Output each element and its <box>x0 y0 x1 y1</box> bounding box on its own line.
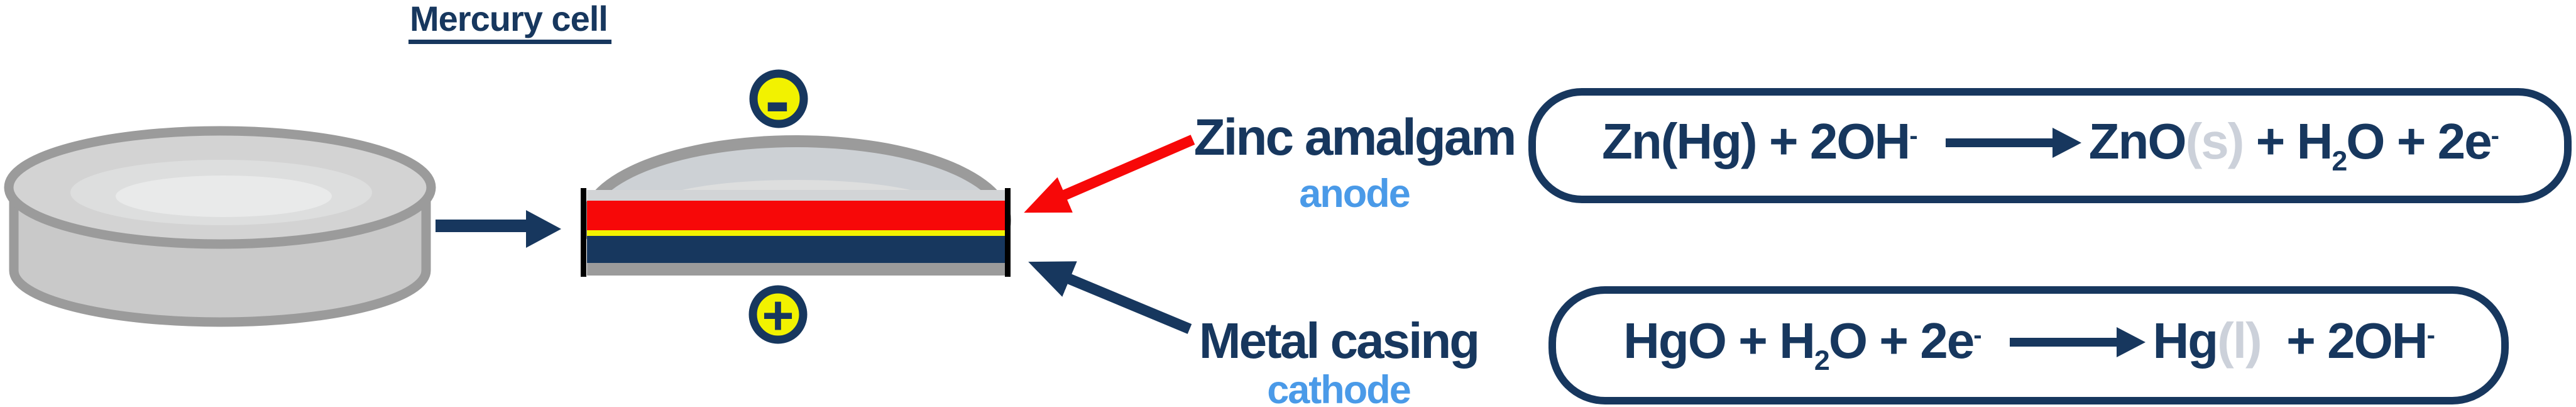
anode-component-label: Zinc amalgam <box>1193 109 1517 166</box>
casing-bottom-strip <box>587 263 1006 276</box>
zoom-arrow <box>436 210 561 248</box>
cathode-label-group: Metal casing cathode <box>1169 313 1508 407</box>
cathode-role-label: cathode <box>1267 367 1411 407</box>
separator-top-strip <box>587 190 1006 201</box>
section-cut-line-left <box>581 188 586 277</box>
positive-terminal-circle <box>748 285 808 344</box>
anode-reaction-box: Zn(Hg) + 2OH-ZnO(s) + H2O + 2e- <box>1528 88 2572 203</box>
page-title: Mercury cell <box>408 1 611 44</box>
button-cell-illustration <box>4 126 436 327</box>
battery-top-highlight-inner <box>116 176 332 217</box>
cathode-component-label: Metal casing <box>1198 313 1480 369</box>
negative-terminal-circle <box>749 69 808 128</box>
zinc-amalgam-layer <box>587 201 1006 230</box>
cathode-reaction-box: HgO + H2O + 2e-Hg(l) + 2OH- <box>1548 286 2509 404</box>
reaction-arrow-icon <box>2009 338 2117 347</box>
cross-section <box>562 135 1034 313</box>
cathode-reaction-equation: HgO + H2O + 2e-Hg(l) + 2OH- <box>1623 313 2435 376</box>
electrolyte-layer <box>587 230 1006 236</box>
negative-terminal-sign: - <box>765 59 790 143</box>
anode-leader-arrow <box>1024 135 1195 213</box>
metal-casing-layer <box>587 236 1006 263</box>
anode-label-group: Zinc amalgam anode <box>1181 109 1527 216</box>
negative-terminal: - <box>749 59 808 143</box>
positive-terminal-sign: + <box>762 284 794 347</box>
positive-terminal: + <box>748 284 808 347</box>
anode-reaction-equation: Zn(Hg) + 2OH-ZnO(s) + H2O + 2e- <box>1602 113 2499 177</box>
cathode-leader-arrow <box>1028 261 1192 334</box>
section-cut-line-right <box>1005 188 1011 277</box>
anode-role-label: anode <box>1299 171 1411 216</box>
reaction-arrow-icon <box>1945 138 2053 147</box>
